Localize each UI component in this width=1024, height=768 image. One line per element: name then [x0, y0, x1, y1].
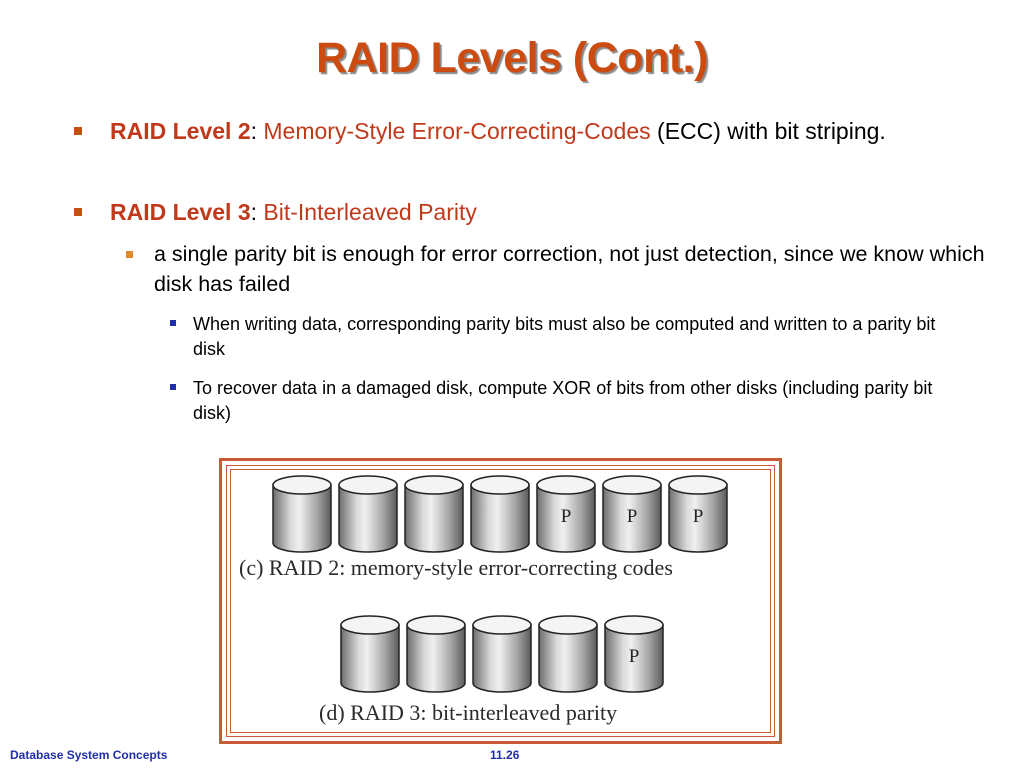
disk-icon: P — [668, 475, 728, 553]
disk-icon: P — [536, 475, 596, 553]
raid2-sep: : — [250, 118, 264, 144]
disk-icon — [472, 615, 532, 693]
raid2-name: Memory-Style Error-Correcting-Codes — [263, 118, 651, 144]
disk-icon — [538, 615, 598, 693]
figure-frame-inner2 — [230, 469, 771, 733]
parity-disk-label: P — [629, 646, 640, 667]
disk-icon: P — [602, 475, 662, 553]
bullet-raid-level-3: RAID Level 3: Bit-Interleaved Parity — [110, 196, 990, 229]
subsub-bullet-writing: When writing data, corresponding parity … — [193, 314, 936, 359]
parity-disk-label: P — [627, 506, 638, 527]
subsub-bullet-recover: To recover data in a damaged disk, compu… — [193, 378, 933, 423]
raid-figure: P P P (c) RAID 2: memory-style error-corre… — [219, 458, 782, 744]
raid3-label: RAID Level 3 — [110, 199, 251, 225]
raid2-label: RAID Level 2 — [110, 118, 251, 144]
footer-course-title: Database System Concepts — [10, 748, 168, 762]
bullet-raid-level-2: RAID Level 2: Memory-Style Error-Correct… — [110, 115, 990, 148]
subsub-bullet-marker — [170, 320, 176, 326]
disk-icon — [338, 475, 398, 553]
disk-icon — [406, 615, 466, 693]
raid3-sep: : — [250, 199, 264, 225]
slide-title: RAID Levels (Cont.) — [316, 34, 708, 82]
sub-bullet-parity-bit: a single parity bit is enough for error … — [154, 242, 985, 296]
figure-frame-inner — [226, 465, 775, 737]
raid3-disk-row: P — [340, 615, 664, 693]
caption-raid3: (d) RAID 3: bit-interleaved parity — [319, 700, 617, 725]
raid3-name: Bit-Interleaved Parity — [263, 199, 477, 225]
disk-icon — [470, 475, 530, 553]
raid-diagram: P P P (c) RAID 2: memory-style error-corre… — [239, 475, 728, 725]
caption-raid2: (c) RAID 2: memory-style error-correctin… — [239, 555, 673, 580]
disk-icon — [404, 475, 464, 553]
disk-icon — [340, 615, 400, 693]
parity-disk-label: P — [693, 506, 704, 527]
footer-page-number: 11.26 — [490, 748, 520, 762]
bullet-marker — [74, 127, 82, 135]
bullet-marker — [74, 208, 82, 216]
parity-disk-label: P — [561, 506, 572, 527]
sub-bullet-marker — [126, 251, 133, 258]
disk-icon: P — [604, 615, 664, 693]
subsub-bullet-marker — [170, 384, 176, 390]
disk-icon — [272, 475, 332, 553]
raid2-rest: (ECC) with bit striping. — [650, 118, 886, 144]
